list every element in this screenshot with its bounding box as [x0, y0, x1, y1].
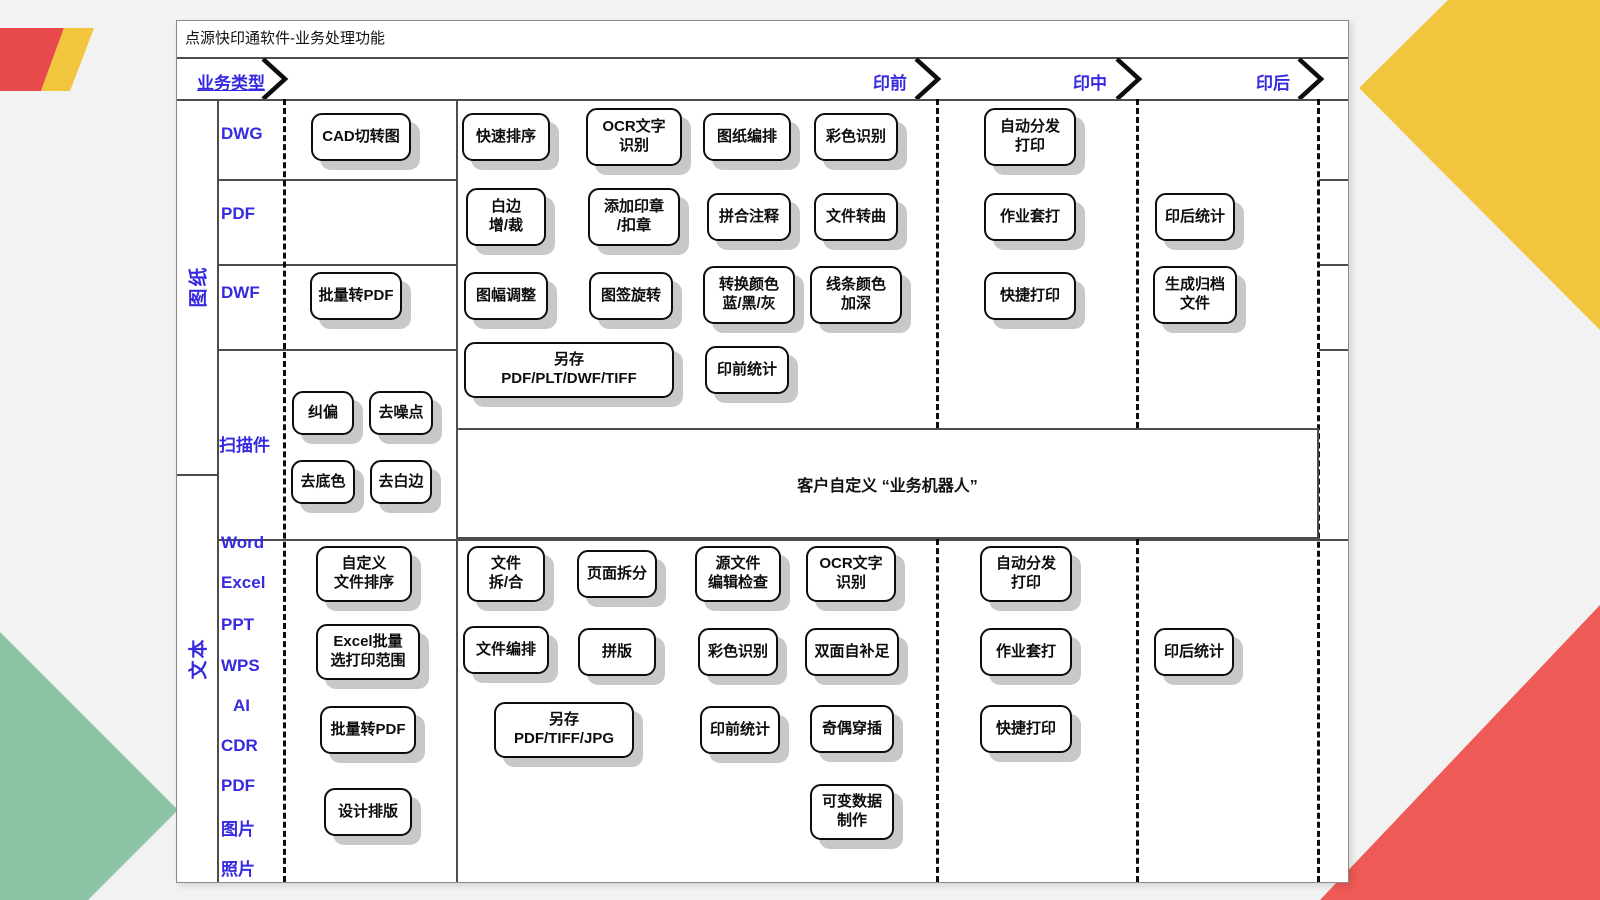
func-save-as-top: 另存 PDF/PLT/DWF/TIFF [464, 342, 674, 398]
page-title: 点源快印通软件-业务处理功能 [185, 30, 385, 47]
func-file-split-merge: 文件 拆/合 [467, 546, 545, 602]
func-line-darken: 线条颜色 加深 [810, 266, 902, 324]
func-pre-stats-top: 印前统计 [705, 346, 789, 394]
section-text: 文本 [177, 636, 217, 680]
header-post-press: 印后 [1256, 74, 1290, 93]
grid-hline-strip [177, 474, 217, 476]
func-design-layout: 设计排版 [324, 788, 412, 836]
func-deskew: 纠偏 [292, 391, 354, 435]
func-remove-bg: 去底色 [291, 460, 355, 504]
section-drawings-label: 图纸 [188, 264, 210, 308]
section-text-label: 文本 [188, 636, 210, 680]
func-page-split: 页面拆分 [577, 550, 657, 598]
header-pre-press: 印前 [873, 74, 907, 93]
filetype-cdr: CDR [221, 736, 258, 755]
grid-vline-section [217, 99, 219, 882]
func-color-detect-bottom: 彩色识别 [698, 628, 778, 676]
func-quick-sort: 快速排序 [462, 113, 550, 161]
grid-hline-pdf [217, 264, 456, 266]
grid-hline-dwg [217, 179, 456, 181]
func-pre-stats-bottom: 印前统计 [700, 706, 780, 754]
header-business-type: 业务类型 [197, 74, 265, 93]
chevron-post-press [1297, 58, 1325, 100]
func-auto-dispatch-top: 自动分发 打印 [984, 108, 1076, 166]
chevron-pre-press [914, 58, 942, 100]
func-color-detect-top: 彩色识别 [814, 113, 898, 161]
func-post-stats-top: 印后统计 [1155, 193, 1235, 241]
func-batch-to-pdf-top: 批量转PDF [310, 272, 402, 320]
section-drawings: 图纸 [177, 264, 217, 308]
func-file-to-curve: 文件转曲 [814, 193, 898, 241]
header-divider [177, 99, 1348, 101]
filetype-ppt: PPT [221, 615, 255, 634]
decor-yellow-diamond [1359, 0, 1600, 330]
grid-hline-text-section [217, 539, 1348, 541]
decor-red-parallelogram [0, 28, 64, 91]
filetype-dwf: DWF [221, 283, 260, 302]
func-add-stamp: 添加印章 /扣章 [588, 188, 680, 246]
dashed-line-business-type [283, 99, 286, 882]
dashed-line-mid-top [1136, 99, 1139, 428]
chevron-mid-press [1115, 58, 1143, 100]
func-odd-even: 奇偶穿插 [810, 705, 894, 753]
grid-hline-right1 [1319, 179, 1348, 181]
func-custom-file-sort: 自定义 文件排序 [316, 546, 412, 602]
filetype-word: Word [221, 533, 265, 552]
header-mid-press: 印中 [1073, 74, 1107, 93]
func-ocr-top: OCR文字 识别 [586, 108, 682, 166]
grid-hline-right3 [1319, 349, 1348, 351]
func-job-print-bottom: 作业套打 [980, 628, 1072, 676]
filetype-image: 图片 [221, 820, 255, 839]
filetype-photo: 照片 [221, 860, 255, 879]
filetype-pdf: PDF [221, 204, 255, 223]
chevron-business-type [261, 58, 289, 100]
func-ocr-bottom: OCR文字 识别 [806, 546, 896, 602]
func-drawing-layout: 图纸编排 [703, 113, 791, 161]
func-remove-margin: 去白边 [370, 460, 432, 504]
filetype-dwg: DWG [221, 124, 263, 143]
func-color-convert: 转换颜色 蓝/黑/灰 [703, 266, 795, 324]
func-batch-to-pdf-bottom: 批量转PDF [320, 706, 416, 754]
func-duplex-fill: 双面自补足 [805, 628, 899, 676]
func-quick-print-top: 快捷打印 [984, 272, 1076, 320]
func-imposition: 拼版 [578, 628, 656, 676]
func-variable-data: 可变数据 制作 [810, 784, 894, 840]
func-frame-adjust: 图幅调整 [464, 272, 548, 320]
filetype-wps: WPS [221, 656, 260, 675]
dashed-line-pre-bottom [936, 539, 939, 882]
title-divider [177, 57, 1348, 59]
func-file-layout: 文件编排 [463, 626, 549, 674]
func-archive-file: 生成归档 文件 [1153, 266, 1237, 324]
func-merge-annotation: 拼合注释 [707, 193, 791, 241]
diagram-panel: 点源快印通软件-业务处理功能 业务类型 印前 印中 印后 图纸 文本 [176, 20, 1349, 883]
dashed-line-pre-top [936, 99, 939, 428]
func-titleblock-rotate: 图签旋转 [589, 272, 673, 320]
func-excel-batch: Excel批量 选打印范围 [316, 624, 420, 680]
custom-robot-label: 客户自定义 “业务机器人” [797, 477, 978, 495]
decor-yellow-parallelogram [41, 28, 94, 91]
func-auto-dispatch-bottom: 自动分发 打印 [980, 546, 1072, 602]
filetype-ai: AI [233, 696, 250, 715]
func-cad-cut: CAD切转图 [311, 113, 411, 161]
filetype-excel: Excel [221, 573, 266, 592]
decor-green-diamond [0, 632, 178, 900]
filetype-pdf2: PDF [221, 776, 255, 795]
func-post-stats-bottom: 印后统计 [1154, 628, 1234, 676]
func-source-check: 源文件 编辑检查 [695, 546, 781, 602]
func-margin-adjust: 白边 增/裁 [466, 188, 546, 246]
grid-hline-right2 [1319, 264, 1348, 266]
decor-red-triangle [1320, 605, 1600, 900]
dashed-line-mid-bottom [1136, 539, 1139, 882]
func-denoise: 去噪点 [369, 391, 433, 435]
func-save-as-bottom: 另存 PDF/TIFF/JPG [494, 702, 634, 758]
filetype-scan: 扫描件 [219, 436, 270, 455]
custom-robot-box: 客户自定义 “业务机器人” [456, 428, 1319, 539]
func-quick-print-bottom: 快捷打印 [980, 705, 1072, 753]
func-job-print-top: 作业套打 [984, 193, 1076, 241]
grid-hline-dwf [217, 349, 456, 351]
